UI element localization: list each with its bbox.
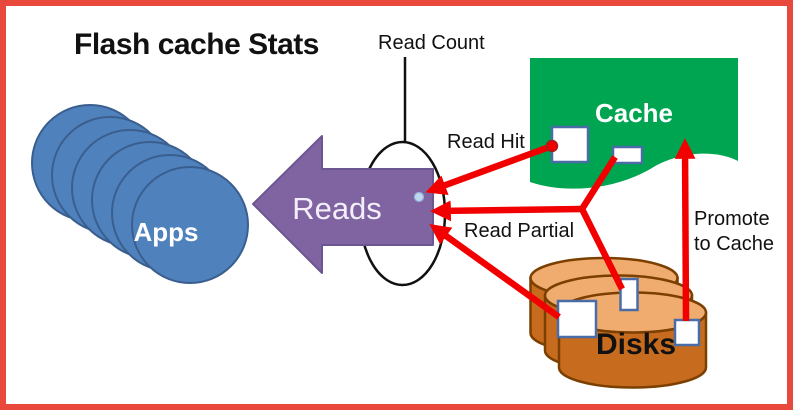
- app-disc: [131, 166, 249, 284]
- disk-block-small: [619, 277, 639, 312]
- read-count-label: Read Count: [378, 32, 485, 54]
- cache-label: Cache: [595, 98, 673, 128]
- reads-arrow: Reads: [252, 135, 434, 274]
- read-partial-arrow: [430, 200, 583, 222]
- promote-label-line1: Promote: [694, 208, 770, 230]
- page-title: Flash cache Stats: [74, 28, 319, 61]
- read-marker-dot: [413, 191, 425, 203]
- disk-block-promote: [673, 318, 701, 347]
- reads-label: Reads: [292, 191, 382, 226]
- read-hit-arrow: [425, 142, 554, 195]
- disk-read-arrow: [429, 223, 561, 320]
- read-partial-label: Read Partial: [464, 220, 574, 242]
- disks-label: Disks: [596, 328, 676, 361]
- promote-to-cache-arrow: [674, 138, 696, 322]
- read-hit-label: Read Hit: [447, 131, 525, 153]
- red-arrows: [425, 138, 696, 322]
- cache-block-small: [611, 145, 644, 165]
- disk-block-large: [556, 299, 598, 339]
- apps-disc-stack: Apps: [31, 104, 249, 284]
- cache-node: Cache: [530, 58, 738, 189]
- read-partial-branch-disk: [579, 207, 625, 291]
- apps-label: Apps: [134, 217, 199, 247]
- disks-node: Disks: [529, 256, 708, 389]
- read-partial-branch-cache: [579, 155, 618, 211]
- read-hit-origin-dot: [545, 139, 559, 153]
- promote-label-line2: to Cache: [694, 233, 774, 255]
